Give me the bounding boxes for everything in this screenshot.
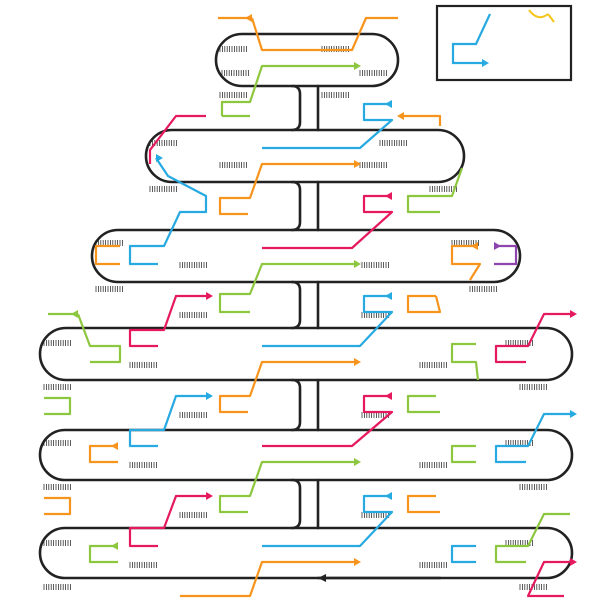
staple-strand-orange: [250, 16, 398, 52]
staple-arrowhead: [397, 112, 404, 120]
staple-strand-green: [220, 64, 354, 116]
staple-strand-blue: [128, 157, 208, 266]
scaffold-loop-top: [214, 32, 400, 88]
staple-strand-green: [450, 342, 480, 381]
scaffold-loop-5: [38, 428, 574, 482]
staple-arrowhead: [471, 242, 478, 250]
staple-arrowhead: [354, 558, 361, 566]
staple-strand-orange: [180, 560, 354, 598]
staple-arrowhead: [354, 358, 361, 366]
staple-arrowhead: [570, 558, 577, 566]
staple-strands: [44, 14, 577, 598]
staple-strand-pink: [148, 114, 206, 164]
staple-strand-pink: [262, 194, 394, 250]
staple-arrowhead: [354, 62, 361, 70]
staple-arrowhead: [354, 160, 361, 168]
staple-arrowhead: [111, 542, 118, 550]
staple-strand-green: [44, 396, 72, 416]
inset-panel: [435, 4, 573, 82]
staple-strand-pink: [262, 394, 394, 448]
staple-strand-purple: [494, 244, 518, 266]
staple-strand-pink: [128, 494, 206, 548]
staple-strand-green: [218, 460, 354, 514]
staple-strand-green: [88, 544, 118, 564]
base-tick-marks: [43, 46, 547, 590]
staple-strand-green: [406, 167, 464, 214]
staple-strand-pink: [526, 560, 570, 598]
blue-staple-legend-icon: [451, 13, 491, 65]
legend-arrowhead: [482, 59, 489, 67]
scaffold-crossover: [290, 478, 302, 530]
scaffold-loop-4: [38, 326, 574, 382]
staple-arrowhead: [354, 458, 361, 466]
scaffold-strand: [38, 32, 574, 582]
staple-arrowhead: [245, 14, 252, 22]
staple-strand-orange: [404, 114, 442, 126]
staple-strand-pink: [494, 312, 570, 364]
staple-arrowhead: [71, 310, 78, 318]
staple-arrowhead: [385, 100, 392, 108]
staple-arrowhead: [206, 392, 213, 400]
staple-arrowhead: [206, 292, 213, 300]
staple-arrowhead: [570, 310, 577, 318]
staple-arrowhead: [156, 154, 163, 162]
staple-arrowhead: [111, 442, 118, 450]
staple-strand-orange: [218, 360, 354, 414]
staple-arrowhead: [570, 410, 577, 418]
scaffold-arrowhead: [318, 574, 326, 582]
staple-strand-green: [494, 512, 570, 564]
staple-strand-orange: [406, 294, 442, 314]
staple-strand-blue: [262, 494, 394, 548]
staple-strand-green: [406, 394, 440, 414]
staple-strand-pink: [128, 294, 206, 348]
staple-arrowhead: [385, 492, 392, 500]
yellow-curl-icon: [528, 9, 549, 19]
scaffold-loop-6: [38, 526, 574, 580]
staple-strand-blue: [262, 102, 394, 150]
staple-strand-orange: [88, 444, 118, 464]
staple-arrowhead: [494, 242, 501, 250]
scaffold-crossover: [290, 84, 302, 132]
staple-strand-orange: [94, 244, 120, 266]
staple-strand-orange: [218, 162, 354, 216]
staple-strand-blue: [262, 294, 394, 348]
staple-strand-blue: [494, 412, 570, 464]
scaffold-crossover: [290, 180, 302, 232]
staple-strand-blue: [450, 544, 476, 564]
staple-strand-orange: [450, 244, 482, 281]
staple-arrowhead: [385, 292, 392, 300]
staple-strand-orange: [406, 494, 440, 514]
staple-arrowhead: [354, 260, 361, 268]
staple-arrowhead: [385, 192, 392, 200]
inset-frame: [435, 4, 573, 82]
staple-strand-green: [76, 313, 122, 364]
scaffold-crossover: [290, 280, 302, 330]
staple-strand-green: [450, 444, 476, 464]
staple-strand-orange: [44, 496, 72, 516]
scaffold-loop-3: [90, 228, 522, 284]
staple-arrowhead: [206, 492, 213, 500]
scaffold-crossover: [290, 378, 302, 432]
yellow-curl-tail-icon: [547, 13, 555, 23]
scaffold-loop-2: [144, 128, 466, 184]
staple-arrowhead: [385, 392, 392, 400]
staple-strand-blue: [128, 394, 206, 448]
staple-strand-green: [218, 262, 354, 314]
